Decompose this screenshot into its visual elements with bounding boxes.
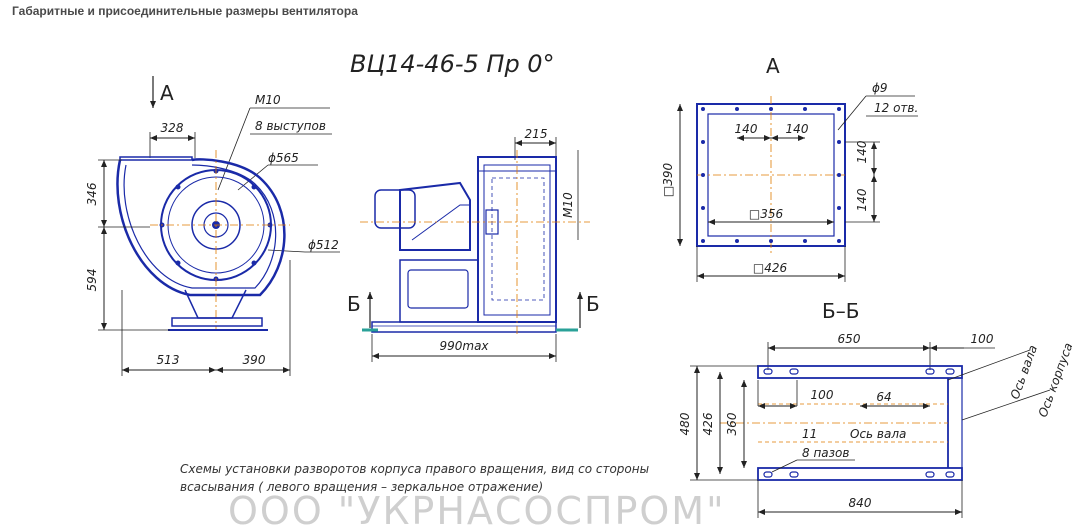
dim-480: 480: [678, 412, 692, 435]
dim-140-left: 140: [735, 122, 758, 136]
dim-sq426: □426: [753, 261, 788, 275]
model-title: ВЦ14-46-5 Пр 0°: [350, 50, 555, 78]
dim-990max: 990max: [439, 339, 489, 353]
dim-140-top: 140: [855, 140, 869, 163]
dim-328: 328: [161, 121, 184, 135]
hole-diameter: ϕ9: [872, 81, 888, 95]
section-mark-left: Б: [347, 292, 361, 316]
note-line-1: Схемы установки разворотов корпуса право…: [180, 462, 649, 476]
dim-100-top: 100: [971, 332, 994, 346]
dim-140-bottom: 140: [855, 188, 869, 211]
dim-sq390: □390: [661, 163, 675, 198]
side-thread-label: M10: [561, 192, 575, 218]
bosses-label: 8 выступов: [255, 119, 326, 133]
dim-d565: ϕ565: [268, 151, 299, 165]
housing-axis: Ось корпуса: [1036, 341, 1076, 419]
dim-594: 594: [85, 269, 99, 292]
watermark: ООО "УКРНАСОСПРОМ": [228, 489, 726, 531]
front-view: A 328 M10 8 выступов ϕ565 ϕ512: [85, 76, 340, 376]
note-line-2: всасывания ( левого вращения – зеркально…: [180, 480, 543, 494]
section-mark-right: Б: [586, 292, 600, 316]
dim-513: 513: [157, 353, 180, 367]
dim-346: 346: [85, 182, 99, 205]
dim-140-right: 140: [786, 122, 809, 136]
base-view-title: Б–Б: [822, 299, 859, 323]
dim-64: 64: [876, 390, 891, 404]
dim-840: 840: [849, 496, 872, 510]
hole-count: 12 отв.: [874, 101, 918, 115]
dim-d512: ϕ512: [308, 238, 339, 252]
side-view: 215 M10 Б Б 990max: [347, 127, 600, 362]
dim-215: 215: [525, 127, 548, 141]
front-arrow-label: A: [160, 81, 174, 105]
flange-view-title: A: [766, 54, 780, 78]
slot-count: 8 пазов: [802, 446, 849, 460]
shaft-axis-side: Ось вала: [1008, 343, 1040, 401]
dim-360: 360: [725, 412, 739, 435]
page-header: Габаритные и присоединительные размеры в…: [0, 0, 1076, 24]
page-title: Габаритные и присоединительные размеры в…: [12, 4, 358, 18]
base-view: Б–Б 650 100 100: [678, 299, 1076, 518]
dim-100-mid: 100: [811, 388, 834, 402]
dim-650: 650: [838, 332, 861, 346]
flange-view: A 140 140 ϕ9 12 отв. 140 140 □390: [661, 54, 918, 282]
dim-sq356: □356: [749, 207, 784, 221]
dim-11: 11: [802, 427, 817, 441]
front-thread-label: M10: [255, 93, 281, 107]
dim-390: 390: [243, 353, 266, 367]
dim-426: 426: [701, 412, 715, 435]
shaft-axis-label: Ось вала: [850, 427, 906, 441]
